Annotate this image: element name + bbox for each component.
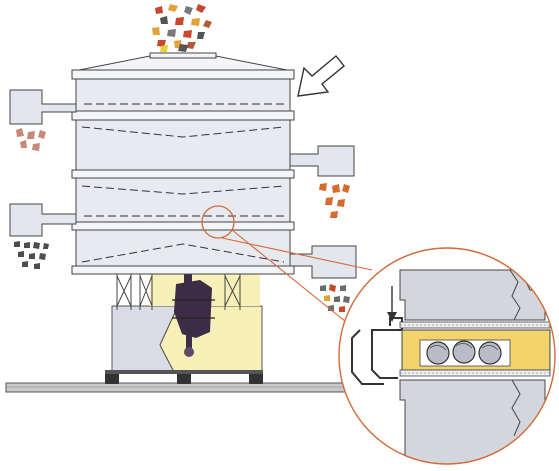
deck-1-rim — [71, 110, 295, 121]
detail-upper-edge — [509, 269, 521, 321]
detail-clamp-outer — [351, 329, 384, 385]
vibration-motor — [172, 272, 215, 357]
deck-4-rim — [71, 265, 295, 275]
detail-zoom-border — [338, 247, 556, 465]
deck-2-cone — [81, 126, 285, 138]
foot-right — [249, 372, 263, 384]
deck-3-rim — [71, 221, 295, 231]
deck-4-body — [75, 229, 291, 269]
deck-3-cone — [81, 185, 285, 195]
detail-lower-edge — [511, 379, 521, 437]
discharge-spout-lower-left — [9, 203, 77, 237]
middle-particles — [319, 183, 350, 218]
discharge-spout-upper-left — [9, 89, 77, 125]
screen-deck-2 — [71, 119, 295, 179]
fine-particles — [14, 241, 49, 269]
deck-4-cone — [81, 243, 285, 263]
cover-rim — [71, 69, 295, 80]
feed-arrow-icon — [297, 55, 345, 97]
feed-inlet — [149, 52, 217, 59]
deck-3-body — [75, 177, 291, 223]
detail-lower-frame — [399, 379, 546, 464]
screen-deck-4 — [71, 229, 295, 275]
top-cover — [71, 52, 295, 80]
deck-2-body — [75, 119, 291, 171]
discharge-spout-upper-right — [289, 145, 355, 177]
screen-deck-3 — [71, 177, 295, 231]
callout-leader-1 — [231, 229, 357, 331]
screen-deck-1 — [71, 78, 295, 121]
discharge-spout-lower-right — [289, 245, 357, 279]
foot-center — [177, 372, 191, 384]
deck-1-body — [75, 78, 291, 112]
detail-mesh-lower — [399, 369, 551, 377]
detail-mesh-upper — [399, 321, 551, 329]
detail-upper-frame — [399, 269, 546, 321]
detail-zoom — [338, 247, 556, 465]
flow-arrow-icon — [387, 286, 397, 322]
base-stand — [105, 272, 263, 384]
base-bottom-bar — [105, 370, 263, 374]
callout-marker — [201, 205, 235, 239]
foot-left — [105, 372, 119, 384]
floor-plate — [5, 382, 386, 393]
spring-supports — [116, 272, 241, 310]
lower-particles — [320, 284, 350, 312]
callout-leader-2 — [221, 237, 373, 271]
oversize-particles — [16, 128, 46, 151]
detail-ball-2 — [452, 340, 476, 364]
deck-2-rim — [71, 169, 295, 179]
feed-particles — [152, 4, 212, 52]
base-yellow-panel — [159, 305, 263, 373]
